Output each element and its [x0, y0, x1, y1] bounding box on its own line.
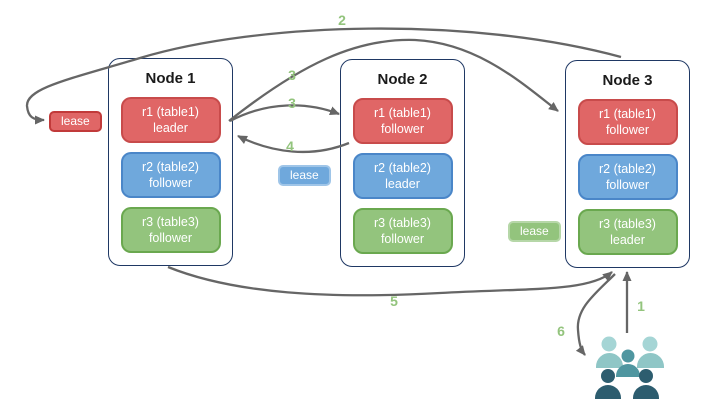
replica-role: follower	[605, 123, 650, 137]
replica-name: r3 (table3)	[374, 216, 431, 230]
replica-name: r2 (table2)	[142, 160, 199, 174]
replica-role: follower	[380, 122, 425, 136]
replica-role: follower	[148, 231, 193, 245]
node1-replica-r2: r2 (table2) follower	[120, 152, 221, 198]
replica-name: r3 (table3)	[599, 217, 656, 231]
step-label-3b: 3	[288, 95, 296, 111]
replica-name: r3 (table3)	[142, 215, 199, 229]
step-label-2: 2	[338, 12, 346, 28]
replica-role: leader	[385, 177, 420, 191]
node1-replica-r1: r1 (table1) leader	[120, 97, 221, 143]
users-group-icon	[595, 336, 664, 399]
node3-replica-r3: r3 (table3) leader	[577, 209, 678, 255]
lease-badge-green: lease	[508, 221, 561, 242]
step-label-6: 6	[557, 323, 565, 339]
replica-role: leader	[153, 121, 188, 135]
lease-badge-red: lease	[49, 111, 102, 132]
arrow-step-6	[575, 273, 616, 356]
step-label-5: 5	[390, 293, 398, 309]
arrow-step-5	[167, 265, 613, 297]
node2-replica-r1: r1 (table1) follower	[352, 98, 453, 144]
replica-name: r2 (table2)	[374, 161, 431, 175]
replica-role: follower	[380, 232, 425, 246]
replica-name: r1 (table1)	[142, 105, 199, 119]
node-2-title: Node 2	[377, 71, 428, 88]
node3-replica-r1: r1 (table1) follower	[577, 99, 678, 145]
step-label-4: 4	[286, 138, 294, 154]
node-3-title: Node 3	[602, 72, 653, 89]
node-3-box: Node 3 r1 (table1) follower r2 (table2) …	[565, 60, 690, 268]
replica-role: leader	[610, 233, 645, 247]
replica-role: follower	[148, 176, 193, 190]
replica-name: r1 (table1)	[374, 106, 431, 120]
lease-badge-blue: lease	[278, 165, 331, 186]
node-1-title: Node 1	[145, 70, 196, 87]
node2-replica-r2: r2 (table2) leader	[352, 153, 453, 199]
replica-role: follower	[605, 178, 650, 192]
node-1-box: Node 1 r1 (table1) leader r2 (table2) fo…	[108, 58, 233, 266]
step-label-1: 1	[637, 298, 645, 314]
arrow-step-3-to-node2	[229, 104, 340, 123]
replica-name: r2 (table2)	[599, 162, 656, 176]
replica-name: r1 (table1)	[599, 107, 656, 121]
node2-replica-r3: r3 (table3) follower	[352, 208, 453, 254]
node-2-box: Node 2 r1 (table1) follower r2 (table2) …	[340, 59, 465, 267]
node3-replica-r2: r2 (table2) follower	[577, 154, 678, 200]
step-label-3a: 3	[288, 67, 296, 83]
node1-replica-r3: r3 (table3) follower	[120, 207, 221, 253]
